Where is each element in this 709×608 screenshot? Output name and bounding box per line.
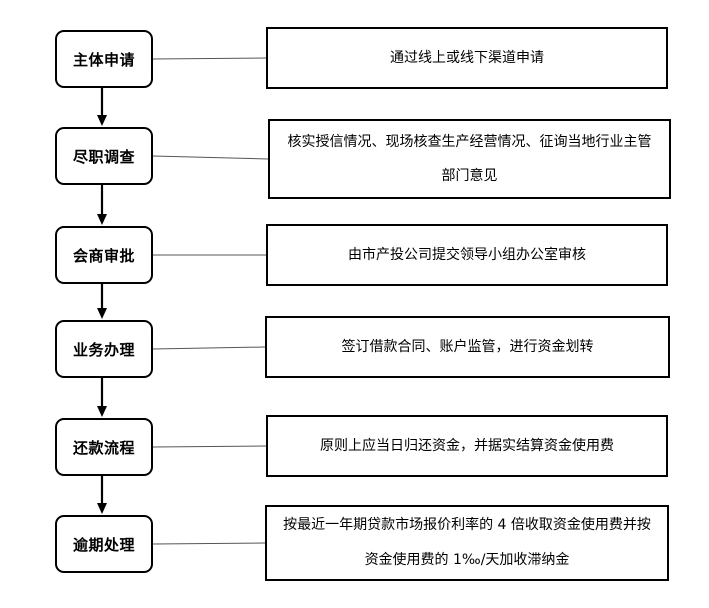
step-2-box: 尽职调查 — [55, 127, 153, 185]
step-5-description: 原则上应当日归还资金，并据实结算资金使用费 — [266, 415, 668, 477]
step-1-description: 通过线上或线下渠道申请 — [266, 27, 668, 89]
step-2-description: 核实授信情况、现场核查生产经营情况、征询当地行业主管 部门意见 — [268, 119, 671, 199]
arrow-head-2 — [97, 214, 107, 225]
step-2-description-line-2: 部门意见 — [441, 168, 498, 184]
step-3-description-line: 由市产投公司提交领导小组办公室审核 — [348, 247, 586, 263]
step-4-label: 业务办理 — [72, 340, 135, 359]
step-5-box: 还款流程 — [55, 418, 153, 476]
arrow-head-1 — [97, 115, 107, 126]
arrow-head-3 — [97, 308, 107, 319]
step-4-description-line: 签订借款合同、账户监管，进行资金划转 — [341, 339, 594, 355]
link-line-1 — [152, 57, 267, 60]
step-5-label: 还款流程 — [72, 438, 135, 457]
step-4-description: 签订借款合同、账户监管，进行资金划转 — [265, 316, 670, 378]
arrow-head-4 — [97, 406, 107, 417]
link-line-6 — [152, 542, 266, 545]
step-3-label: 会商审批 — [72, 246, 135, 265]
step-5-description-line: 原则上应当日归还资金，并据实结算资金使用费 — [320, 438, 614, 454]
link-line-5 — [152, 445, 267, 448]
step-6-description: 按最近一年期贷款市场报价利率的 4 倍收取资金使用费并按 资金使用费的 1‰/天… — [265, 505, 669, 581]
step-6-description-line-2: 资金使用费的 1‰/天加收滞纳金 — [364, 552, 570, 568]
step-1-label: 主体申请 — [72, 50, 135, 69]
step-6-label: 逾期处理 — [72, 535, 135, 554]
step-3-box: 会商审批 — [55, 226, 153, 284]
step-3-description: 由市产投公司提交领导小组办公室审核 — [266, 224, 668, 286]
step-2-label: 尽职调查 — [72, 147, 135, 166]
link-lines — [152, 57, 269, 545]
flow-arrows — [97, 88, 107, 514]
step-1-box: 主体申请 — [55, 30, 153, 88]
step-4-box: 业务办理 — [55, 320, 153, 378]
step-6-description-line-1: 按最近一年期贷款市场报价利率的 4 倍收取资金使用费并按 — [283, 517, 651, 533]
link-line-4 — [152, 346, 266, 350]
arrow-head-5 — [97, 503, 107, 514]
link-line-2 — [152, 155, 269, 160]
step-6-box: 逾期处理 — [55, 515, 153, 573]
step-2-description-line-1: 核实授信情况、现场核查生产经营情况、征询当地行业主管 — [287, 134, 652, 150]
step-1-description-line: 通过线上或线下渠道申请 — [390, 50, 544, 66]
